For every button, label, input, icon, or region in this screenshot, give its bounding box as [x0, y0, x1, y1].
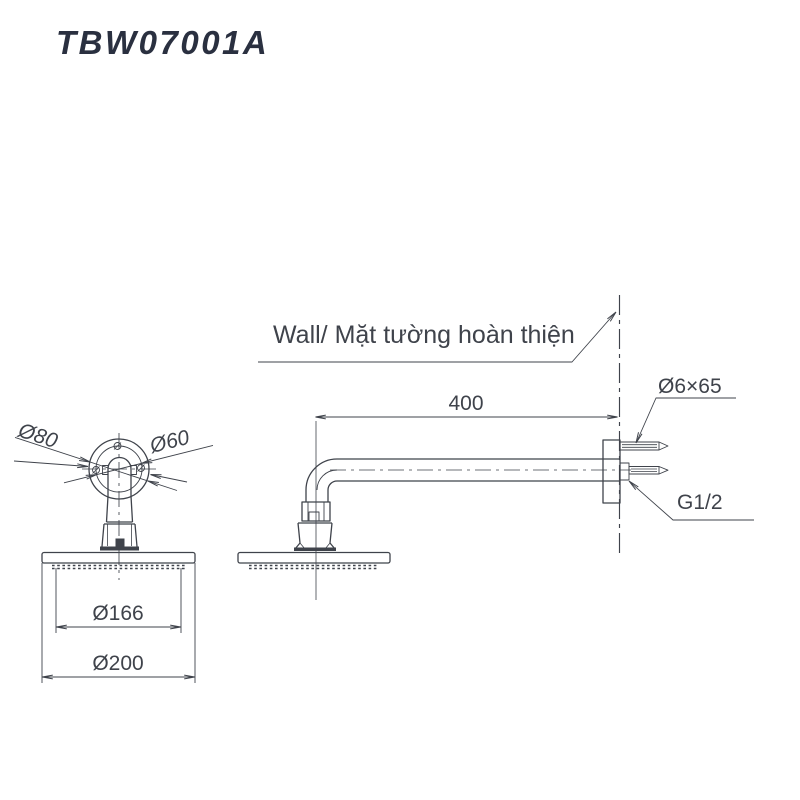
- arm-length-arrow-right: [607, 414, 618, 420]
- hole-right-slot: [137, 464, 145, 472]
- flange-inner-dimension: Ø60: [63, 426, 214, 484]
- screw-lower-tip: [658, 466, 669, 475]
- shower-head-front: [41, 551, 196, 570]
- joint-cup: [294, 522, 336, 550]
- screw-lower-threads: [631, 468, 657, 472]
- hole-top-slot: [113, 442, 122, 450]
- flange-outer-label: Ø80: [15, 419, 61, 454]
- flange-holes: [92, 442, 145, 474]
- arch-ear-right: [130, 465, 137, 475]
- arm-length-arrow-left: [315, 414, 326, 420]
- neck: [105, 495, 134, 523]
- pointer-right-line: [150, 474, 188, 483]
- screw-upper-tip: [658, 441, 669, 451]
- hole-left: [92, 466, 100, 474]
- head-arrow-right: [184, 674, 195, 680]
- thread-spec-annotation: G1/2: [628, 480, 754, 521]
- ball-joint-front: [100, 495, 139, 551]
- thread-spec-leader: [629, 481, 754, 521]
- arm-bend-outer: [305, 458, 338, 491]
- arm-bend-middle: [316, 469, 338, 491]
- flange-outer-arrow-1: [79, 456, 91, 463]
- ball-joint-side: [294, 501, 336, 551]
- screw-upper-threads: [622, 444, 657, 448]
- head-dimension: Ø200: [41, 563, 196, 683]
- product-code-title: TBW07001A: [56, 24, 270, 61]
- housing-detail-square: [115, 538, 125, 547]
- pointer-left-arrow: [77, 463, 89, 469]
- flange-inner-dim-line: [63, 444, 214, 484]
- wall-annotation: Wall/ Mặt tường hoàn thiện: [258, 311, 617, 363]
- side-view: Wall/ Mặt tường hoàn thiện 400: [237, 295, 754, 600]
- nut-detail: [308, 511, 320, 522]
- thread-stub: [619, 462, 630, 481]
- auxiliary-pointers: [13, 460, 188, 483]
- flange-inner-arrow-2: [141, 458, 153, 464]
- shower-head-side: [237, 551, 391, 570]
- pointer-right-arrow: [150, 474, 162, 479]
- housing-inner-lines: [107, 524, 132, 546]
- housing: [101, 523, 138, 547]
- mounting-screws: [619, 441, 669, 475]
- wall-leader-arrow: [607, 311, 617, 322]
- screw-upper-shaft: [619, 441, 660, 451]
- wall-flange-side: [602, 439, 630, 504]
- screw-spec-annotation: Ø6×65: [635, 375, 736, 444]
- spray-face-label: Ø166: [92, 602, 143, 625]
- flange-outer-arrow-2: [147, 480, 159, 487]
- hole-top: [113, 442, 122, 450]
- screw-spec-label: Ø6×65: [658, 375, 722, 398]
- head-disc-side: [237, 551, 391, 564]
- front-view: Ø80 Ø60: [13, 419, 214, 683]
- flange-inner-arrow-1: [85, 474, 97, 480]
- screw-spec-leader: [636, 397, 736, 442]
- hole-left-slot: [92, 466, 100, 474]
- shower-arm: [305, 458, 631, 502]
- joint-cup-base: [294, 547, 336, 551]
- hole-right: [137, 464, 145, 472]
- housing-base: [100, 546, 139, 551]
- arm-length-label: 400: [448, 392, 483, 415]
- flange-inner-label: Ø60: [147, 426, 192, 458]
- pointer-left-line: [13, 460, 89, 467]
- spray-arrow-left: [56, 624, 67, 630]
- thread-spec-arrow: [628, 480, 639, 491]
- screw-lower-shaft: [628, 466, 660, 475]
- arm-bend-inner: [327, 480, 338, 491]
- spray-arrow-right: [170, 624, 181, 630]
- head-arrow-left: [42, 674, 53, 680]
- arch-ear-left: [102, 465, 109, 475]
- thread-spec-label: G1/2: [677, 491, 723, 514]
- spray-face-dimension: Ø166: [55, 568, 182, 633]
- head-disc-front: [41, 551, 196, 564]
- flange-body: [602, 439, 621, 504]
- screw-spec-arrow: [635, 432, 643, 444]
- wall-leader-line: [258, 312, 616, 363]
- head-label: Ø200: [92, 652, 143, 675]
- arm-length-dimension: 400: [315, 392, 618, 600]
- wall-label: Wall/ Mặt tường hoàn thiện: [273, 321, 575, 349]
